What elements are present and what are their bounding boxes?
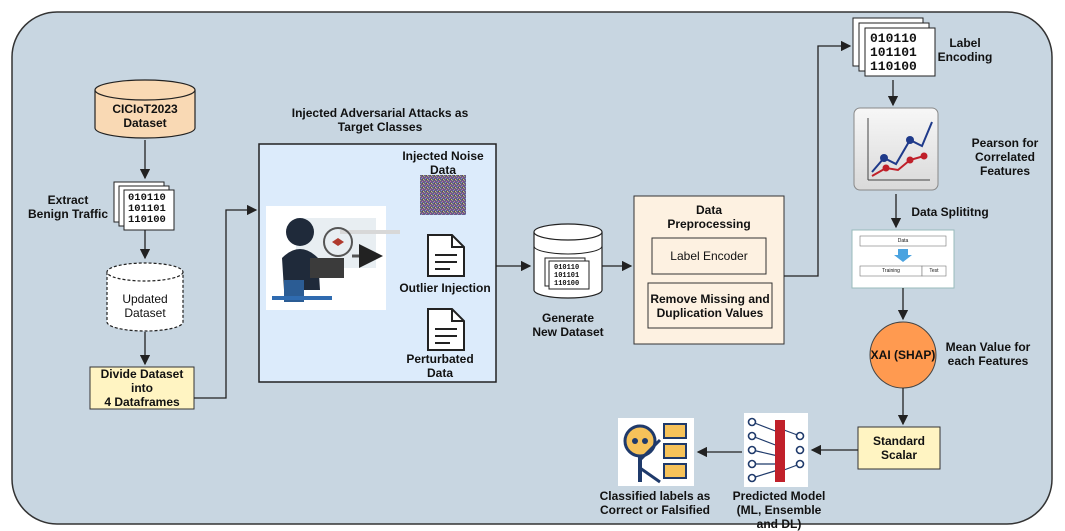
magnifier-list-icon <box>618 418 694 486</box>
binary-files-icon <box>852 17 936 77</box>
chart-icon <box>853 107 939 191</box>
noise-image-icon <box>420 175 466 215</box>
hacker-icon <box>266 206 400 310</box>
split-data-word: Data <box>897 238 909 244</box>
label-encoder-box <box>651 237 767 275</box>
split-test-word: Test <box>929 268 939 274</box>
neural-network-icon <box>744 413 808 487</box>
divide-dataset-box <box>89 366 195 410</box>
splitting-label: Data Splititng <box>911 205 989 219</box>
outlier-label: Outlier Injection <box>399 281 491 295</box>
remove-missing-box <box>647 282 773 329</box>
document-icon <box>427 308 465 351</box>
document-icon <box>427 234 465 277</box>
database-icon <box>94 79 196 139</box>
xai-label: XAI (SHAP) <box>870 348 936 362</box>
updated-dataset-icon <box>106 262 184 332</box>
standard-scalar-box <box>857 426 941 470</box>
flow-arrows <box>139 40 909 458</box>
binary-files-icon <box>113 181 175 231</box>
background-panel <box>11 11 1053 525</box>
split-icon <box>851 229 955 289</box>
split-train-word: Training <box>882 268 900 274</box>
database-icon <box>533 223 603 299</box>
label-encoder-label: Label Encoder <box>670 249 748 263</box>
